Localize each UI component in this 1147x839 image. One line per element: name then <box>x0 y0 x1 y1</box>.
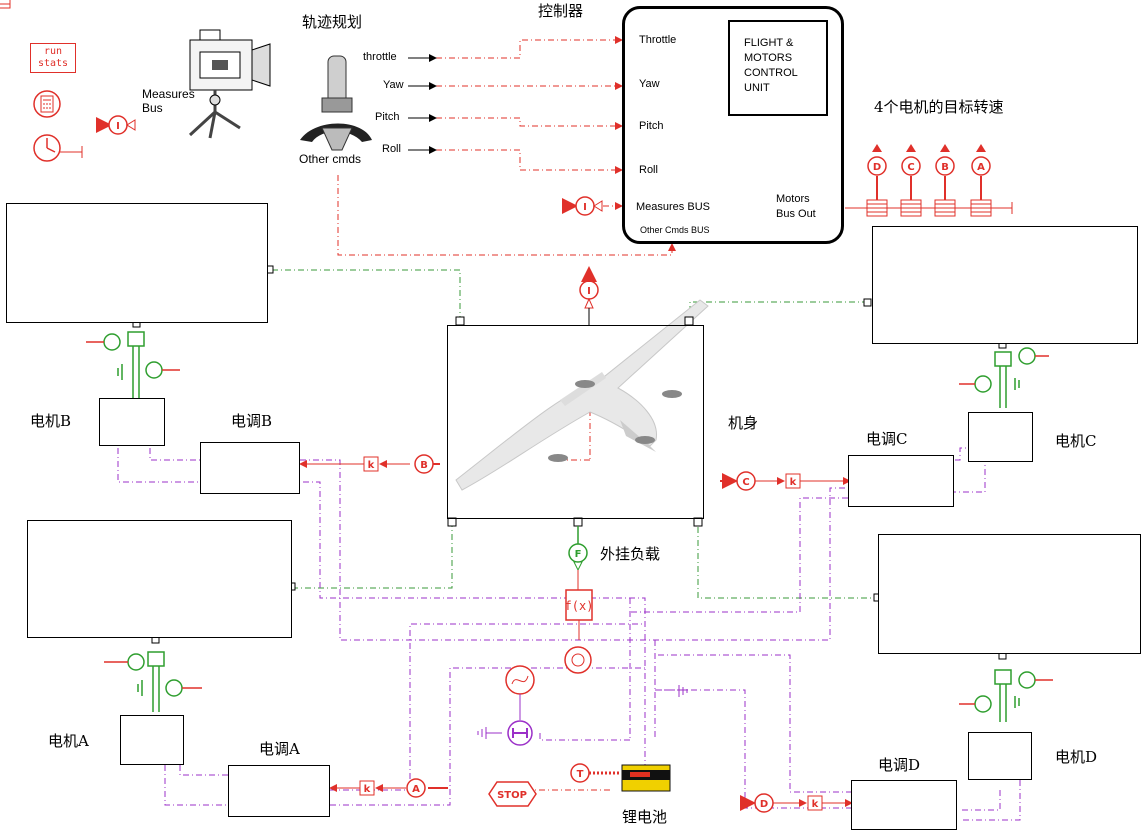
motor-a-block[interactable] <box>120 715 184 765</box>
motor-c-block[interactable] <box>968 412 1033 462</box>
controller-port-roll: Roll <box>639 164 658 176</box>
run-stats-button[interactable]: run stats <box>30 43 76 73</box>
fuselage-label: 机身 <box>728 412 758 433</box>
clock-icon[interactable] <box>34 135 82 161</box>
measures-bus-label: Measures Bus <box>142 87 195 115</box>
calculator-icon[interactable] <box>34 91 60 117</box>
controller-port-pitch: Pitch <box>639 120 663 132</box>
controller-port-other-cmds: Other Cmds BUS <box>640 225 710 235</box>
flight-control-unit-label: FLIGHT & MOTORS CONTROL UNIT <box>728 20 828 116</box>
fuselage-measure-letter: I <box>587 286 591 297</box>
temperature-letter: T <box>577 769 584 780</box>
stop-label: STOP <box>497 790 527 801</box>
esc-d-label: 电调D <box>878 754 920 775</box>
target-speeds-label: 4个电机的目标转速 <box>874 96 1004 117</box>
svg-text:f(x): f(x) <box>565 599 594 613</box>
joystick-input-arrows <box>408 58 436 150</box>
esc-b-label: 电调B <box>231 410 272 431</box>
battery-image <box>622 765 670 791</box>
motor-b-label: 电机B <box>30 410 71 431</box>
motor-c-label: 电机C <box>1055 430 1096 451</box>
esc-d-gain-letter: k <box>812 799 819 810</box>
propeller-d-block[interactable] <box>878 534 1141 654</box>
esc-d-gain-chain <box>740 794 852 812</box>
propeller-c-block[interactable] <box>872 226 1138 344</box>
payload-label: 外挂负载 <box>600 543 660 564</box>
esc-c-label: 电调C <box>866 428 907 449</box>
speed-sensor-icon <box>506 666 534 720</box>
trajectory-planning-label: 轨迹规划 <box>302 11 362 32</box>
joystick-input-yaw: Yaw <box>383 79 404 91</box>
controller-port-throttle: Throttle <box>639 34 676 46</box>
payload-function-block: f(x) <box>565 590 594 673</box>
controller-port-measures-bus: Measures BUS <box>636 201 710 213</box>
esc-b-gain-letter: k <box>368 460 375 471</box>
sensor-measure-letter: I <box>116 121 120 132</box>
other-cmds-label: Other cmds <box>299 152 361 166</box>
esc-a-gain-letter: k <box>364 784 371 795</box>
esc-c-gain-letter: k <box>790 477 797 488</box>
out-tag-b: B <box>941 162 949 173</box>
motor-b-block[interactable] <box>99 398 165 446</box>
esc-b-block[interactable] <box>200 442 300 494</box>
controller-port-motors-bus-out: Motors Bus Out <box>776 192 816 222</box>
esc-c-gain-chain <box>720 472 850 490</box>
joystick-input-throttle: throttle <box>363 51 397 63</box>
measures-bus-sensor-icon <box>190 30 270 138</box>
controller-measure-letter: I <box>583 202 587 213</box>
esc-a-block[interactable] <box>228 765 330 817</box>
motor-d-label: 电机D <box>1055 746 1097 767</box>
motor-d-block[interactable] <box>968 732 1032 780</box>
esc-d-tag-letter: D <box>760 799 768 810</box>
joystick-input-roll: Roll <box>382 143 401 155</box>
out-tag-a: A <box>977 162 985 173</box>
esc-c-block[interactable] <box>848 455 954 507</box>
payload-force-letter: F <box>575 549 582 560</box>
esc-a-tag-letter: A <box>412 784 420 795</box>
ammeter-icon <box>508 721 532 745</box>
propeller-a-block[interactable] <box>27 520 292 638</box>
esc-d-block[interactable] <box>851 780 957 830</box>
joystick-input-pitch: Pitch <box>375 111 399 123</box>
battery-label: 锂电池 <box>622 806 667 827</box>
motor-a-label: 电机A <box>48 730 89 751</box>
out-tag-d: D <box>873 162 881 173</box>
joystick-icon <box>300 56 372 150</box>
esc-b-tag-letter: B <box>420 460 428 471</box>
controller-port-yaw: Yaw <box>639 78 660 90</box>
esc-a-gain-chain <box>330 779 448 797</box>
esc-a-label: 电调A <box>259 738 300 759</box>
propeller-b-block[interactable] <box>6 203 268 323</box>
out-tag-c: C <box>907 162 914 173</box>
esc-c-tag-letter: C <box>742 477 749 488</box>
fuselage-block[interactable] <box>447 325 704 519</box>
controller-label: 控制器 <box>538 0 583 21</box>
